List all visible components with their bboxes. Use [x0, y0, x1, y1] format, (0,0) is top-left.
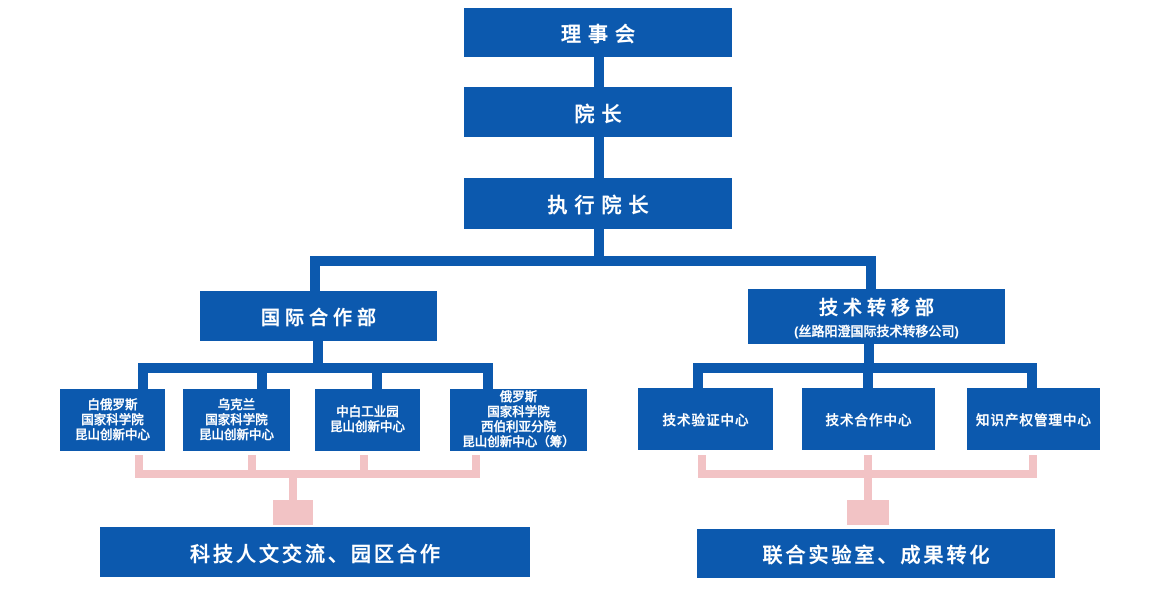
connector-intl-children-bar — [138, 363, 493, 393]
board-label: 理事会 — [561, 24, 642, 46]
china-belarus-park-line: 中白工业园 — [336, 405, 399, 419]
executive-president-label: 执行院长 — [547, 195, 656, 217]
executive-president-box: 执行院长 — [464, 178, 732, 229]
russia-siberian-center-line: 昆山创新中心（筹） — [462, 435, 575, 449]
president-box: 院长 — [464, 87, 732, 137]
pink-junction-left — [273, 500, 313, 525]
china-belarus-park-line: 昆山创新中心 — [329, 420, 405, 434]
belarus-center-line: 昆山创新中心 — [74, 427, 150, 442]
belarus-center-line: 白俄罗斯 — [87, 397, 138, 412]
ukraine-center-line: 昆山创新中心 — [198, 427, 274, 442]
russia-siberian-center-line: 俄罗斯 — [499, 390, 538, 404]
ukraine-center-box: 乌克兰 国家科学院 昆山创新中心 — [183, 389, 290, 451]
belarus-center-box: 白俄罗斯 国家科学院 昆山创新中心 — [60, 389, 165, 451]
ip-management-center-box: 知识产权管理中心 — [967, 388, 1100, 450]
china-belarus-park-box: 中白工业园 昆山创新中心 — [315, 389, 420, 451]
connector-branch-bar — [310, 256, 876, 296]
intl-outcome-box: 科技人文交流、园区合作 — [100, 527, 530, 577]
intl-outcome-label: 科技人文交流、园区合作 — [190, 543, 443, 566]
tech-outcome-box: 联合实验室、成果转化 — [697, 529, 1055, 578]
tech-verification-center-label: 技术验证中心 — [662, 413, 750, 428]
russia-siberian-center-line: 国家科学院 — [487, 405, 550, 419]
tech-verification-center-box: 技术验证中心 — [638, 388, 773, 450]
president-label: 院长 — [574, 103, 629, 126]
tech-outcome-label: 联合实验室、成果转化 — [762, 545, 993, 567]
belarus-center-line: 国家科学院 — [81, 412, 144, 427]
intl-cooperation-dept-box: 国际合作部 — [200, 291, 437, 341]
board-box: 理事会 — [464, 8, 732, 57]
pink-junction-right — [847, 500, 889, 525]
ukraine-center-line: 乌克兰 — [217, 397, 256, 412]
tech-transfer-dept-box: 技术转移部 (丝路阳澄国际技术转移公司) — [748, 289, 1005, 344]
ip-management-center-label: 知识产权管理中心 — [976, 413, 1092, 428]
russia-siberian-center-line: 西伯利亚分院 — [480, 420, 556, 434]
tech-transfer-dept-subtitle: (丝路阳澄国际技术转移公司) — [794, 324, 959, 339]
russia-siberian-center-box: 俄罗斯 国家科学院 西伯利亚分院 昆山创新中心（筹） — [450, 389, 587, 451]
tech-transfer-dept-label: 技术转移部 — [818, 298, 939, 319]
tech-cooperation-center-label: 技术合作中心 — [825, 413, 913, 428]
ukraine-center-line: 国家科学院 — [205, 412, 268, 427]
tech-cooperation-center-box: 技术合作中心 — [802, 388, 935, 450]
pink-connector-left-bar — [135, 455, 480, 478]
intl-cooperation-dept-label: 国际合作部 — [260, 307, 381, 329]
